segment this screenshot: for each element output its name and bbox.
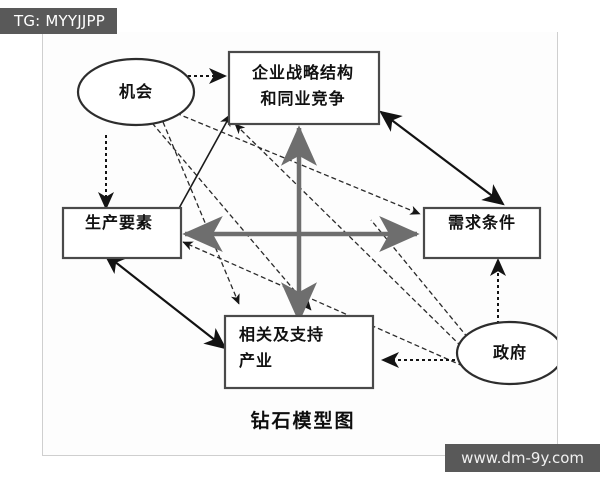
central-axis-arrows (182, 125, 420, 323)
node-related-box[interactable] (223, 314, 375, 390)
node-chance-ellipse[interactable] (76, 57, 196, 127)
node-strategy-box[interactable] (227, 50, 381, 126)
watermark: www.dm-9y.com (445, 444, 600, 472)
arrow-strategy-demand (379, 110, 505, 206)
diagram-panel: 企业战略结构 和同业竞争 生产要素 需求条件 相关及支持 产业 机会 政府 钻石… (42, 32, 558, 456)
connector-government-fan-upper (370, 219, 474, 345)
node-shapes (61, 50, 558, 390)
diamond-model-diagram (61, 50, 558, 390)
connector-government-to-factors (182, 241, 464, 367)
node-demand-box[interactable] (422, 206, 542, 260)
tag-badge: TG: MYYJJPP (0, 8, 118, 34)
arrow-factors-related (103, 252, 227, 350)
node-factors-box[interactable] (61, 206, 183, 260)
node-government-ellipse[interactable] (455, 320, 558, 386)
